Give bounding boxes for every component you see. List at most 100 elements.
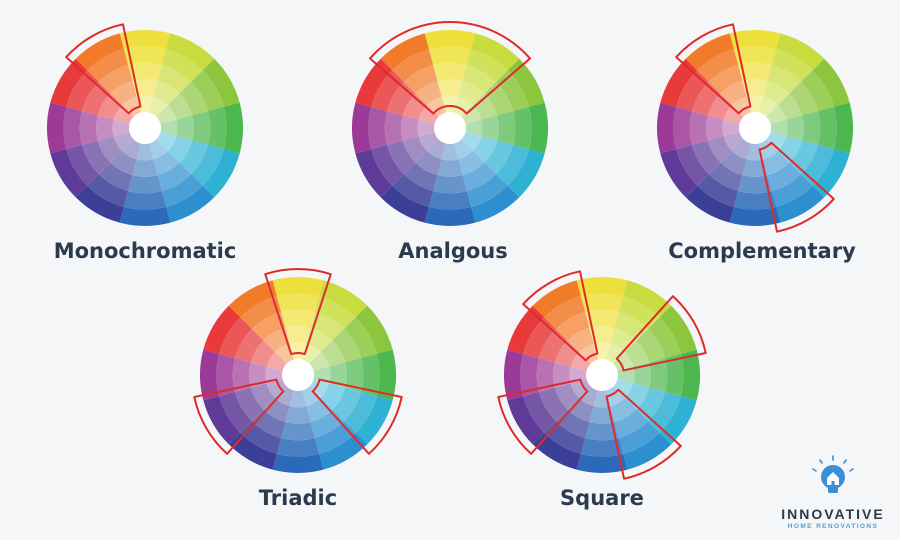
wheel-segment bbox=[66, 144, 99, 186]
wheel-segment bbox=[119, 206, 171, 226]
wheel-segment bbox=[777, 93, 803, 120]
wheel-segment bbox=[66, 70, 99, 112]
wheel-segment bbox=[392, 174, 434, 207]
wheel-segment bbox=[191, 70, 224, 112]
wheel-segment bbox=[576, 277, 628, 297]
wheel-segment bbox=[98, 162, 133, 191]
wheel-segment bbox=[123, 46, 167, 66]
wheel-segment bbox=[403, 65, 438, 94]
wheel-segment bbox=[319, 432, 368, 470]
wheel-segment bbox=[415, 80, 442, 106]
wheel-segment bbox=[720, 150, 747, 176]
highlight-outline bbox=[369, 21, 531, 115]
wheel-segment bbox=[544, 421, 586, 454]
wheel-segment bbox=[113, 132, 134, 151]
wheel-segment bbox=[555, 312, 590, 341]
wheel-segment bbox=[329, 362, 347, 388]
wheel-segment bbox=[380, 33, 429, 71]
wheel-segment bbox=[128, 175, 162, 194]
scheme-label-triadic: Triadic bbox=[259, 486, 337, 510]
wheel-segment bbox=[402, 136, 428, 163]
wheel-segment bbox=[585, 422, 619, 441]
wheel-segment bbox=[554, 340, 580, 367]
wheel-segment bbox=[539, 387, 568, 422]
brand-logo: INNOVATIVE HOME RENOVATIONS bbox=[781, 455, 883, 530]
color-wheel-monochromatic bbox=[47, 23, 243, 226]
wheel-segment bbox=[441, 143, 459, 161]
wheel-segment bbox=[387, 140, 416, 175]
wheel-segment bbox=[281, 422, 315, 441]
wheel-segment bbox=[437, 159, 463, 177]
wheel-segment bbox=[332, 387, 361, 422]
wheel-segment bbox=[320, 340, 346, 367]
wheel-segment bbox=[589, 326, 615, 344]
wheel-segment bbox=[520, 353, 540, 397]
scheme-label-monochromatic: Monochromatic bbox=[54, 239, 237, 263]
wheel-segment bbox=[618, 421, 660, 454]
wheel-segment bbox=[689, 111, 708, 145]
wheel-segment bbox=[427, 96, 446, 117]
wheel-segment bbox=[554, 383, 580, 410]
wheel-segment bbox=[680, 349, 700, 401]
wheel-segment bbox=[387, 81, 416, 116]
wheel-segment bbox=[623, 280, 672, 318]
highlight-outline bbox=[193, 378, 285, 455]
wheel-segment bbox=[417, 119, 435, 137]
wheel-segment bbox=[579, 386, 598, 407]
wheel-segment bbox=[697, 174, 739, 207]
wheel-segment bbox=[708, 65, 743, 94]
wheel-segment bbox=[112, 119, 130, 137]
wheel-segment bbox=[149, 139, 168, 160]
color-wheel-complementary bbox=[657, 23, 853, 233]
wheel-segment bbox=[472, 93, 498, 120]
wheel-segment bbox=[433, 175, 467, 194]
wheel-segment bbox=[471, 33, 520, 71]
wheel-segment bbox=[415, 150, 442, 176]
wheel-segment bbox=[706, 115, 724, 141]
wheel-segment bbox=[275, 386, 294, 407]
wheel-segment bbox=[614, 409, 649, 438]
wheel-segment bbox=[484, 140, 513, 175]
wheel-segment bbox=[136, 95, 154, 113]
wheel-segment bbox=[461, 132, 482, 151]
wheel-segment bbox=[570, 352, 591, 371]
wheel-segment bbox=[161, 174, 203, 207]
wheel-segment bbox=[618, 296, 660, 329]
wheel-segment bbox=[418, 105, 439, 124]
wheel-segment bbox=[228, 280, 277, 318]
highlight-outline bbox=[264, 268, 332, 356]
wheel-segment bbox=[75, 33, 124, 71]
wheel-segment bbox=[633, 362, 651, 388]
wheel-segment bbox=[232, 358, 251, 392]
wheel-segment bbox=[376, 349, 396, 401]
wheel-segment bbox=[179, 140, 208, 175]
wheel-segment bbox=[289, 342, 307, 360]
wheel-segment bbox=[458, 80, 485, 106]
wheel-segment bbox=[673, 106, 693, 150]
wheel-segment bbox=[472, 136, 498, 163]
wheel-segment bbox=[281, 309, 315, 328]
wheel-segment bbox=[776, 185, 825, 223]
wheel-segment bbox=[161, 49, 203, 82]
wheel-segment bbox=[314, 296, 356, 329]
wheel-segment bbox=[528, 102, 548, 154]
wheel-center bbox=[739, 112, 771, 144]
wheel-segment bbox=[729, 206, 781, 226]
wheel-segment bbox=[285, 406, 311, 424]
highlight-outline bbox=[675, 23, 752, 115]
wheel-segment bbox=[50, 149, 88, 198]
wheel-segment bbox=[771, 174, 813, 207]
wheel-segment bbox=[723, 105, 744, 124]
wheel-segment bbox=[553, 362, 571, 388]
wheel-segment bbox=[97, 93, 123, 120]
highlight-outline bbox=[311, 378, 403, 455]
wheel-segment bbox=[352, 102, 372, 154]
scheme-label-complementary: Complementary bbox=[668, 239, 856, 263]
wheel-segment bbox=[344, 391, 377, 433]
wheel-segment bbox=[219, 317, 252, 359]
wheel-segment bbox=[355, 149, 393, 198]
wheel-segment bbox=[179, 81, 208, 116]
wheel-segment bbox=[110, 80, 137, 106]
